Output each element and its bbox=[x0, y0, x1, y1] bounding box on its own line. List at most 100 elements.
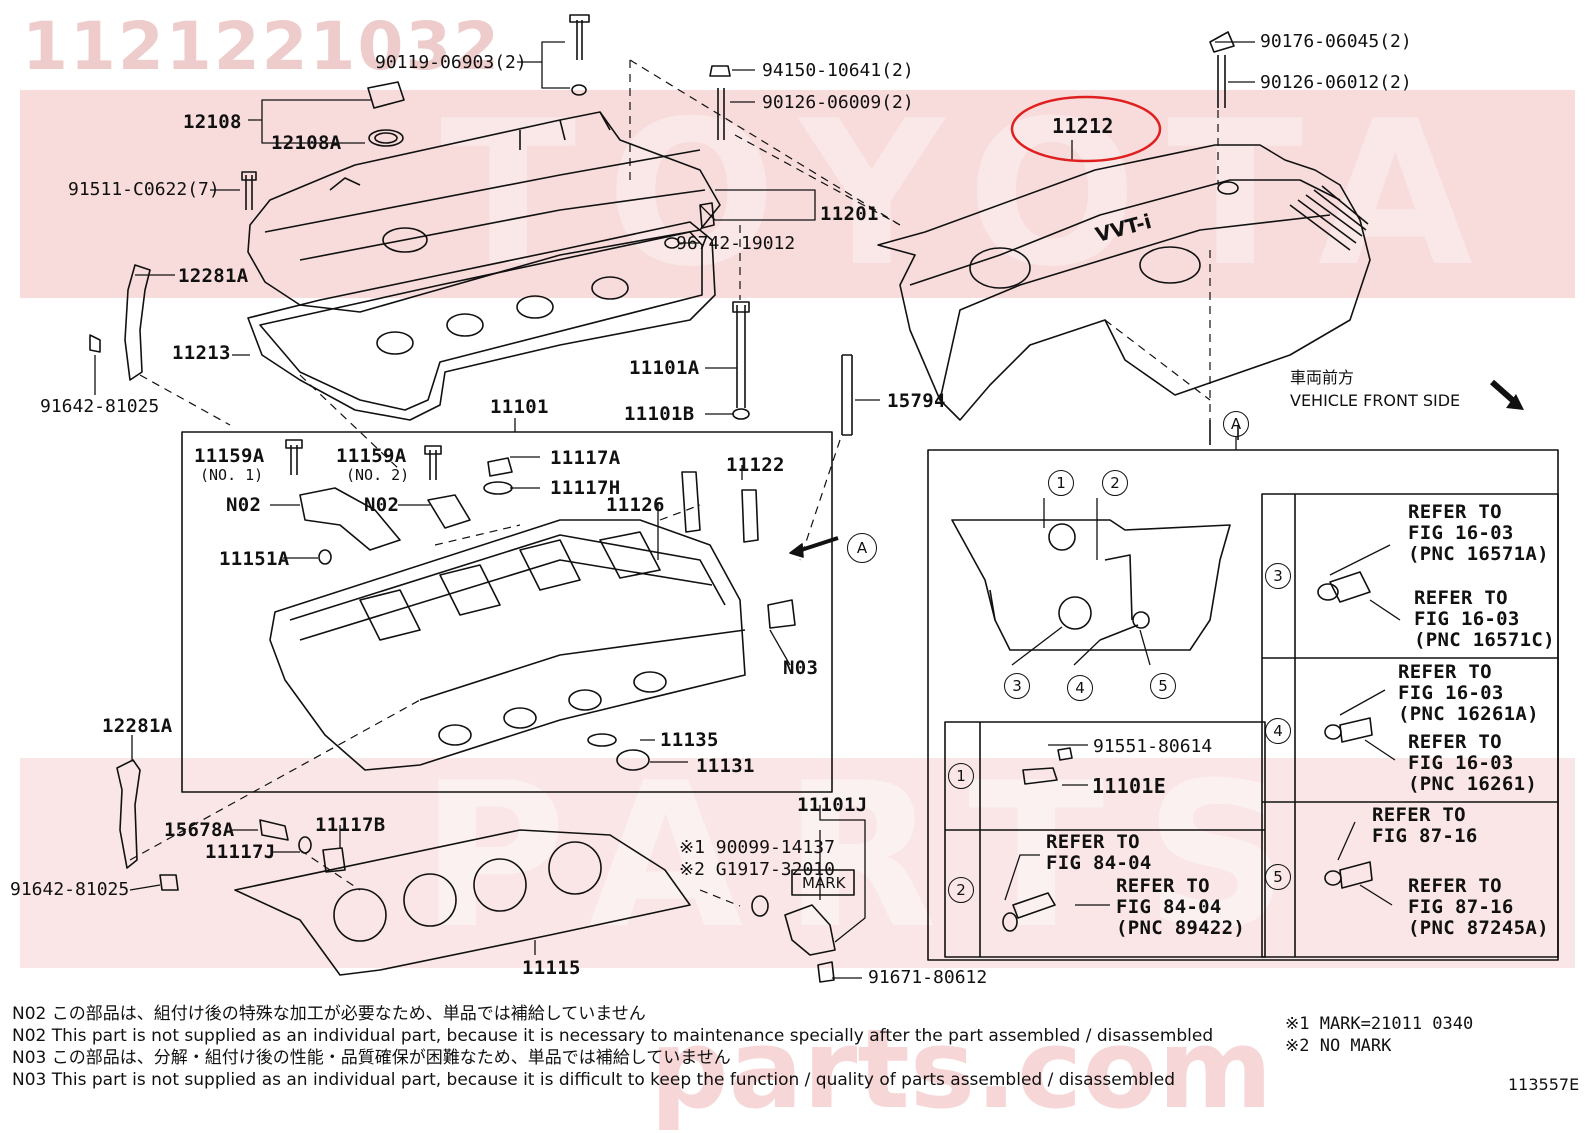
callout-N02-1: N02 bbox=[226, 494, 262, 516]
note-mark1: ※1 MARK=21011 0340 bbox=[1285, 1014, 1474, 1034]
head-gasket-drawing bbox=[234, 829, 691, 976]
callout-mark2-part: ※2 G1917-32010 bbox=[679, 859, 835, 880]
callout-11213: 11213 bbox=[172, 342, 231, 364]
cylinder-head-box bbox=[181, 431, 833, 793]
callout-11159A-no2-sub: (NO. 2) bbox=[346, 466, 410, 484]
callout-11201: 11201 bbox=[820, 203, 879, 225]
detail-row2-ref1-a: REFER TO bbox=[1046, 831, 1140, 853]
callout-90126-09: 90126-06009(2) bbox=[762, 92, 914, 113]
callout-11135: 11135 bbox=[660, 729, 719, 751]
watermark-band-top bbox=[20, 90, 1575, 298]
watermark-text-top: TOYOTA bbox=[440, 78, 1503, 311]
view-a-marker: A bbox=[847, 533, 877, 563]
valve-cover-drawing bbox=[247, 111, 721, 313]
note-n03-en: N03 This part is not supplied as an indi… bbox=[12, 1070, 1176, 1090]
vehicle-front-en: VEHICLE FRONT SIDE bbox=[1290, 391, 1461, 410]
callout-91642-top: 91642-81025 bbox=[40, 396, 160, 417]
detail-row4-a1: REFER TO bbox=[1398, 661, 1492, 683]
callout-11117H: 11117H bbox=[550, 477, 621, 499]
callout-12108A: 12108A bbox=[271, 132, 342, 154]
detail-row2-ref2-c: (PNC 89422) bbox=[1116, 917, 1246, 939]
watermark-band-bottom bbox=[20, 758, 1575, 968]
parts-diagram: 1121221032 TOYOTA PARTS parts.com bbox=[10, 8, 1580, 1133]
detail-row4-b3: (PNC 16261) bbox=[1408, 773, 1538, 795]
detail-row2-ref1-b: FIG 84-04 bbox=[1046, 852, 1152, 874]
note-n02-jp: N02 この部品は、組付け後の特殊な加工が必要なため、単品では補給していません bbox=[12, 1004, 646, 1024]
detail-row2-ref2-b: FIG 84-04 bbox=[1116, 896, 1222, 918]
detail-row5-a2: FIG 87-16 bbox=[1372, 825, 1478, 847]
callout-15794: 15794 bbox=[887, 390, 946, 412]
callout-11159A-no2: 11159A bbox=[336, 445, 407, 467]
callout-mark1-part: ※1 90099-14137 bbox=[679, 837, 835, 858]
detail-row5-b3: (PNC 87245A) bbox=[1408, 917, 1549, 939]
detail-row1-part2: 11101E bbox=[1092, 774, 1167, 798]
detail-marker-2-head: 2 bbox=[1102, 470, 1128, 496]
detail-row1-part: 91551-80614 bbox=[1093, 736, 1213, 757]
gasket-drawing bbox=[247, 221, 716, 421]
detail-row3-a1: REFER TO bbox=[1408, 501, 1502, 523]
callout-11101J: 11101J bbox=[797, 794, 868, 816]
callout-11101B: 11101B bbox=[624, 403, 695, 425]
detail-row-4-marker: 4 bbox=[1265, 718, 1291, 744]
callout-90126-12: 90126-06012(2) bbox=[1260, 72, 1412, 93]
callout-12281A-top: 12281A bbox=[178, 265, 249, 287]
detail-row3-b2: FIG 16-03 bbox=[1414, 608, 1520, 630]
highlight-circle bbox=[1010, 95, 1162, 163]
detail-row-3-marker: 3 bbox=[1265, 563, 1291, 589]
view-a-box-marker: A bbox=[1223, 411, 1249, 437]
callout-11122: 11122 bbox=[726, 454, 785, 476]
cylinder-head-drawing bbox=[269, 519, 746, 771]
callout-11159A-no1-sub: (NO. 1) bbox=[200, 466, 264, 484]
detail-marker-5-head: 5 bbox=[1150, 673, 1176, 699]
callout-15678A: 15678A bbox=[164, 819, 235, 841]
detail-row-2-marker: 2 bbox=[948, 877, 974, 903]
detail-marker-1-head: 1 bbox=[1048, 470, 1074, 496]
callout-11117A: 11117A bbox=[550, 447, 621, 469]
detail-row4-b2: FIG 16-03 bbox=[1408, 752, 1514, 774]
callout-94150: 94150-10641(2) bbox=[762, 60, 914, 81]
detail-row-5-marker: 5 bbox=[1265, 864, 1291, 890]
callout-12281A-bottom: 12281A bbox=[102, 715, 173, 737]
callout-N02-2: N02 bbox=[364, 494, 400, 516]
engine-cover-drawing bbox=[877, 144, 1371, 421]
callout-11126: 11126 bbox=[606, 494, 665, 516]
mark-box bbox=[791, 869, 855, 896]
detail-row-1-marker: 1 bbox=[948, 763, 974, 789]
callout-91671: 91671-80612 bbox=[868, 967, 988, 988]
callout-11101: 11101 bbox=[490, 396, 549, 418]
note-n02-en: N02 This part is not supplied as an indi… bbox=[12, 1026, 1214, 1046]
callout-11159A-no1: 11159A bbox=[194, 445, 265, 467]
note-mark2: ※2 NO MARK bbox=[1285, 1036, 1392, 1056]
detail-marker-3-head: 3 bbox=[1004, 673, 1030, 699]
callout-mark-box-label: MARK bbox=[802, 874, 846, 892]
callout-11212: 11212 bbox=[1052, 114, 1114, 138]
callout-91642-bottom: 91642-81025 bbox=[10, 879, 130, 900]
detail-row4-b1: REFER TO bbox=[1408, 731, 1502, 753]
callout-90119: 90119-06903(2) bbox=[375, 52, 527, 73]
detail-row2-ref2-a: REFER TO bbox=[1116, 875, 1210, 897]
note-n03-jp: N03 この部品は、分解・組付け後の性能・品質確保が困難なため、単品では補給して… bbox=[12, 1048, 731, 1068]
detail-marker-4-head: 4 bbox=[1067, 675, 1093, 701]
callout-11117B: 11117B bbox=[315, 814, 386, 836]
detail-row4-a3: (PNC 16261A) bbox=[1398, 703, 1539, 725]
figure-id: 113557E bbox=[1508, 1075, 1580, 1094]
callout-12108: 12108 bbox=[183, 111, 242, 133]
callout-96742: 96742-19012 bbox=[676, 233, 796, 254]
callout-91511: 91511-C0622(7) bbox=[68, 179, 220, 200]
detail-row5-a1: REFER TO bbox=[1372, 804, 1466, 826]
callout-N03: N03 bbox=[783, 657, 819, 679]
callout-90176: 90176-06045(2) bbox=[1260, 31, 1412, 52]
callout-11117J: 11117J bbox=[205, 841, 276, 863]
detail-row3-b1: REFER TO bbox=[1414, 587, 1508, 609]
callout-11131: 11131 bbox=[696, 755, 755, 777]
detail-row3-b3: (PNC 16571C) bbox=[1414, 629, 1555, 651]
watermark-text-bottom: PARTS bbox=[420, 740, 1329, 973]
detail-row5-b2: FIG 87-16 bbox=[1408, 896, 1514, 918]
watermark-part-number: 1121221032 bbox=[22, 8, 502, 85]
callout-11151A: 11151A bbox=[219, 548, 290, 570]
detail-row3-a2: FIG 16-03 bbox=[1408, 522, 1514, 544]
detail-row4-a2: FIG 16-03 bbox=[1398, 682, 1504, 704]
callout-11101A: 11101A bbox=[629, 357, 700, 379]
callout-11115: 11115 bbox=[522, 957, 581, 979]
detail-row3-a3: (PNC 16571A) bbox=[1408, 543, 1549, 565]
